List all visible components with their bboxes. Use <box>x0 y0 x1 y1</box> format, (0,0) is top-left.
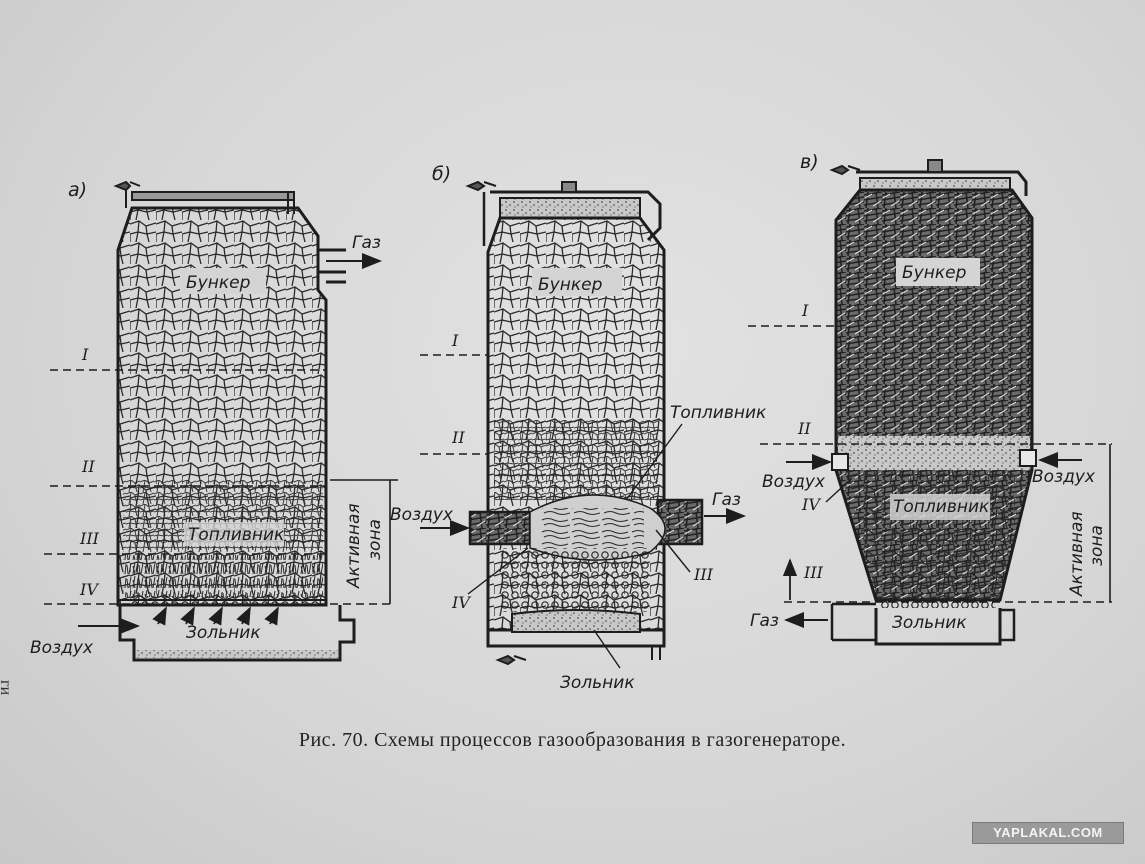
panel-a-bunker-plate <box>180 268 266 294</box>
panel-b-fine-fuel <box>494 420 658 500</box>
panel-v-letter: в) <box>800 151 819 173</box>
panel-a-ash-pit <box>118 605 356 662</box>
panel-v-active-zone-label-1: Активная <box>1067 511 1087 597</box>
panel-v-zone-4: IV <box>801 495 821 514</box>
panel-a-active-zone-bracket <box>330 479 398 604</box>
watermark-badge: YAPLAKAL.COM <box>972 822 1124 844</box>
panel-b-zolnik-leader <box>593 629 621 669</box>
panel-a-toplivnik-plate <box>184 522 284 546</box>
panel-a-active-zone-label-2: зона <box>365 519 385 560</box>
panel-v-gas-outlet <box>830 602 876 642</box>
panel-b-zone-2: II <box>451 428 465 447</box>
panel-b-bunker-label: Бункер <box>538 275 603 295</box>
panel-v: в) Зольник Бункер Топливник Воздух Возду… <box>748 151 1112 646</box>
panel-v-bunker-plate <box>896 258 980 286</box>
panel-v-ash-pit <box>874 608 1002 646</box>
panel-a-zone-2: II <box>81 457 95 476</box>
panel-v-air-left-label: Воздух <box>762 472 826 492</box>
panel-a-active-zone-label-1: Активная <box>344 503 364 589</box>
panel-b-zone-1: I <box>451 331 459 350</box>
panel-a-gas-outlet <box>318 248 382 284</box>
panel-v-zone-1: I <box>801 301 809 320</box>
panel-v-grate <box>880 598 996 608</box>
panel-v-toplivnik-plate <box>890 494 990 520</box>
panel-b-zolnik-label: Зольник <box>560 673 635 693</box>
panel-b-letter: б) <box>432 163 451 185</box>
panel-b-zone-lines <box>420 354 488 455</box>
panel-a-air-arrows <box>78 606 279 634</box>
panel-b-bunker-plate <box>532 268 622 296</box>
panel-a-letter: а) <box>68 179 87 201</box>
panel-a-toplivnik-label: Топливник <box>188 525 285 545</box>
panel-a-bunker-label: Бункер <box>186 273 251 293</box>
panel-a-ash <box>136 650 338 658</box>
panel-b-gas-label: Газ <box>712 490 741 510</box>
panel-b-ash-pit <box>486 609 666 666</box>
panel-v-zone-2: II <box>797 419 811 438</box>
panel-a-zone-1: I <box>81 345 89 364</box>
panel-a-grate <box>118 596 326 605</box>
panel-b-zone-3-leader <box>655 529 691 573</box>
panel-v-zolnik-label: Зольник <box>892 613 967 633</box>
panel-b-toplivnik-leader <box>625 423 683 501</box>
panel-v-zone-3: III <box>803 563 824 582</box>
panel-a-air-label: Воздух <box>30 638 94 658</box>
panel-b-zone-4: IV <box>451 593 471 612</box>
panel-b-zone-3: III <box>693 565 714 584</box>
panel-v-gas-label: Газ <box>750 611 779 631</box>
panel-a-zone-lines <box>44 369 392 605</box>
panel-a-zone-3: III <box>79 529 100 548</box>
panel-b: б) Бункер Топливник <box>390 163 767 693</box>
panel-v-ash-door <box>1000 608 1016 642</box>
panel-v-toplivnik-label: Топливник <box>893 497 990 517</box>
panel-v-air-right-label: Воздух <box>1032 467 1096 487</box>
panel-b-tuyere <box>468 494 704 612</box>
panel-v-air-inlet-left <box>831 453 849 471</box>
panel-b-zone-4-leader <box>467 547 529 595</box>
panel-b-air-label: Воздух <box>390 505 454 525</box>
panel-v-active-zone-label-2: зона <box>1087 525 1107 566</box>
panel-v-air-inlet-right <box>1019 449 1037 467</box>
panel-v-charcoal-layer <box>838 436 1030 470</box>
panel-a-zone-4: IV <box>79 580 99 599</box>
panel-v-bunker-label: Бункер <box>902 263 967 283</box>
panel-b-toplivnik-label: Топливник <box>670 403 767 423</box>
panel-a: а) Газ Бункер Топливник Зол <box>30 179 398 662</box>
panel-v-zone-lines <box>748 325 1112 603</box>
page-edge-text: ги <box>0 680 14 696</box>
panel-a-zolnik-label: Зольник <box>186 623 261 643</box>
panel-a-gas-label: Газ <box>352 233 381 253</box>
panel-v-zone-4-leader <box>825 477 853 503</box>
figure-caption: Рис. 70. Схемы процессов газообразования… <box>298 729 847 751</box>
panel-a-reduction-zone <box>123 555 323 597</box>
